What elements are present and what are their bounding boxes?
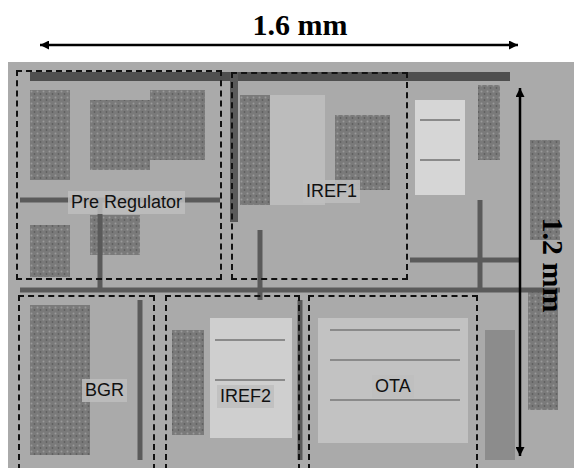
circuit-block: BGR: [18, 295, 155, 468]
block-label: IREF1: [303, 180, 360, 203]
die-ground: [8, 62, 574, 468]
block-label: OTA: [372, 375, 414, 398]
dimension-label: 1.6 mm: [251, 10, 350, 40]
dimension-label: 1.2 mm: [538, 216, 568, 315]
circuit-block: OTA: [308, 295, 478, 468]
block-label: IREF2: [217, 385, 274, 408]
circuit-block: Pre Regulator: [16, 70, 222, 280]
block-label: BGR: [82, 379, 127, 402]
width-dimension-arrow: [40, 44, 518, 47]
block-label: Pre Regulator: [68, 191, 185, 214]
circuit-block: IREF1: [231, 72, 408, 280]
height-dimension-arrow: [519, 88, 522, 456]
die-features: [20, 72, 560, 460]
circuit-block: IREF2: [165, 295, 300, 468]
